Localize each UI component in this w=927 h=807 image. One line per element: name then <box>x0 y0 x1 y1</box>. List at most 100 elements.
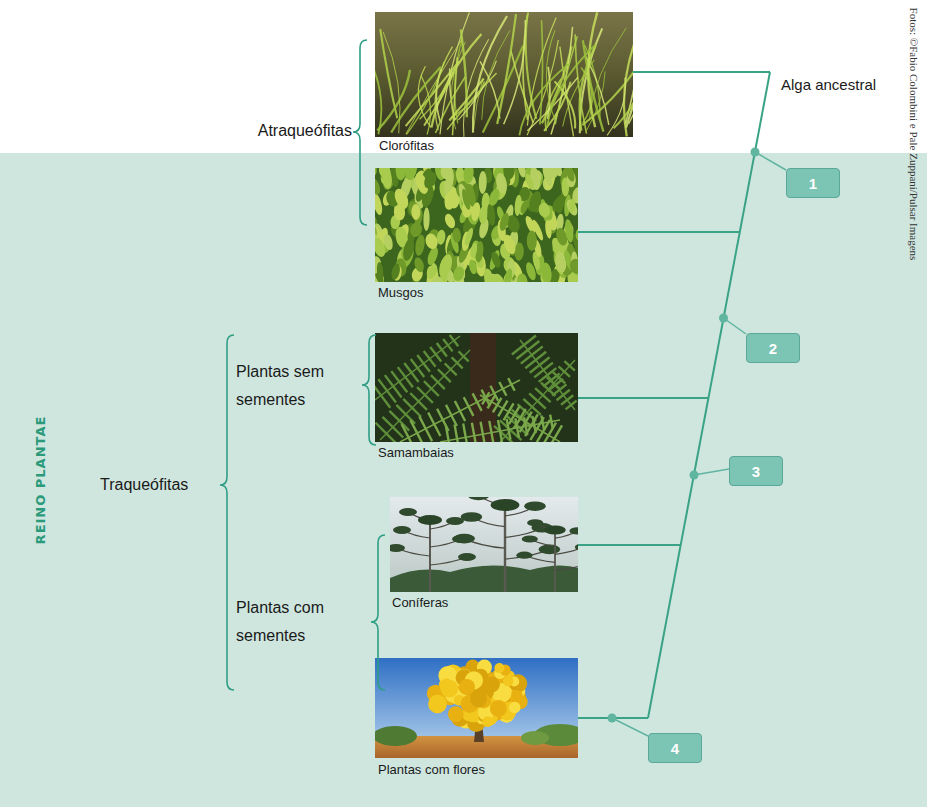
moss-tuft <box>469 242 478 258</box>
conifer-foliage <box>524 501 546 511</box>
algae-strand <box>380 29 397 118</box>
flower-canopy <box>448 706 464 722</box>
leader-line <box>612 152 786 736</box>
root-label: Alga ancestral <box>781 76 876 94</box>
fern-leaflet <box>417 433 424 442</box>
fern-leaflet <box>450 335 454 341</box>
group-label: Atraqueófitas <box>232 121 352 140</box>
moss-tuft <box>494 172 508 195</box>
conifer-foliage <box>418 515 442 525</box>
fern-leaflet <box>451 415 456 426</box>
fern-leaflet <box>425 395 433 403</box>
fern-leaflet <box>555 379 563 385</box>
cladogram-lines <box>578 72 770 718</box>
fern-leaflet <box>455 401 460 411</box>
moss-tuft <box>488 249 502 271</box>
fern-leaflet <box>567 395 573 400</box>
callout-number: 3 <box>752 463 760 480</box>
fern-leaflet <box>533 416 535 424</box>
fern-leaflet <box>419 416 425 428</box>
fern-leaflet <box>430 347 435 354</box>
moss-tuft <box>564 219 575 243</box>
moss-tuft <box>514 194 523 216</box>
fern-leaflet <box>498 420 500 431</box>
fern-leaflet <box>548 368 557 375</box>
fern-leaflet <box>526 426 528 435</box>
moss-tuft <box>401 237 416 262</box>
moss-tuft <box>541 168 554 187</box>
fern-leaflet <box>376 423 387 434</box>
fern-leaflet <box>426 429 432 441</box>
fern-leaflet <box>457 363 462 368</box>
moss-photo <box>375 168 578 282</box>
fern-leaflet <box>452 357 457 362</box>
fern-leaflet <box>438 382 445 389</box>
node-dot <box>608 148 760 723</box>
moss-tuft <box>564 168 576 183</box>
fern-leaflet <box>507 419 509 429</box>
fern-leaflet <box>474 436 476 442</box>
fern-rachis <box>520 340 575 410</box>
fern-leaflet <box>431 375 438 382</box>
moss-tuft <box>381 168 393 190</box>
fern-photo <box>375 333 578 442</box>
fern-leaflet <box>451 369 457 375</box>
flower-canopy <box>503 676 513 686</box>
moss-tuft <box>422 170 439 190</box>
fern-leaflet <box>520 409 526 419</box>
moss-tuft <box>413 256 426 273</box>
fern-leaflet <box>410 393 418 401</box>
flower-canopy <box>470 691 487 708</box>
callout-number: 2 <box>769 340 777 357</box>
fern-leaflet <box>514 406 519 415</box>
photo-caption: Clorófitas <box>379 138 434 154</box>
fern-leaflet <box>438 369 444 375</box>
fern-leaflet <box>412 408 421 417</box>
fern-leaflet <box>524 417 526 426</box>
fern-leaflet <box>383 417 393 427</box>
moss-tuft <box>540 262 552 282</box>
bracket <box>220 40 385 690</box>
fern-leaflet <box>541 435 548 442</box>
fern-leaflet <box>541 415 542 423</box>
fern-leaflet <box>564 372 570 377</box>
moss-tuft <box>468 259 478 275</box>
moss-tuft <box>490 251 503 269</box>
moss-tuft <box>565 198 578 217</box>
fern-leaflet <box>525 425 531 436</box>
flower-canopy <box>440 678 454 692</box>
moss-tuft <box>375 177 382 197</box>
moss-tuft <box>523 173 535 191</box>
fern-leaflet <box>571 401 577 405</box>
fern-leaflet <box>532 407 541 415</box>
fern-leaflet <box>503 401 508 409</box>
fern-leaflet <box>543 423 544 431</box>
conifer-foliage <box>516 552 532 559</box>
fern-leaflet <box>445 363 451 369</box>
algae-strand <box>377 70 410 131</box>
fern-leaflet <box>464 397 469 406</box>
fern-leaflet <box>526 412 532 422</box>
flowering-tree-photo <box>375 658 578 758</box>
fern-leaflet <box>378 379 387 391</box>
flower-canopy <box>428 695 447 714</box>
fern-leaflet <box>428 413 434 425</box>
fern-leaflet <box>454 341 458 347</box>
algae-strand <box>375 61 381 134</box>
conifer-foliage <box>527 519 543 526</box>
fern-leaflet <box>411 373 418 382</box>
moss-tuft <box>514 242 524 261</box>
fern-leaflet <box>543 395 551 402</box>
moss-tuft <box>406 199 424 220</box>
moss-tuft <box>395 168 406 181</box>
fern-leaflet <box>449 440 452 442</box>
fern-leaflet <box>515 418 517 428</box>
fern-leaflet <box>385 375 393 386</box>
fern-leaflet <box>444 376 450 382</box>
fern-leaflet <box>544 363 553 370</box>
fern-leaflet <box>499 382 503 389</box>
algae-strand <box>406 62 444 135</box>
moss-tuft <box>411 204 420 220</box>
fern-rachis <box>500 360 575 442</box>
